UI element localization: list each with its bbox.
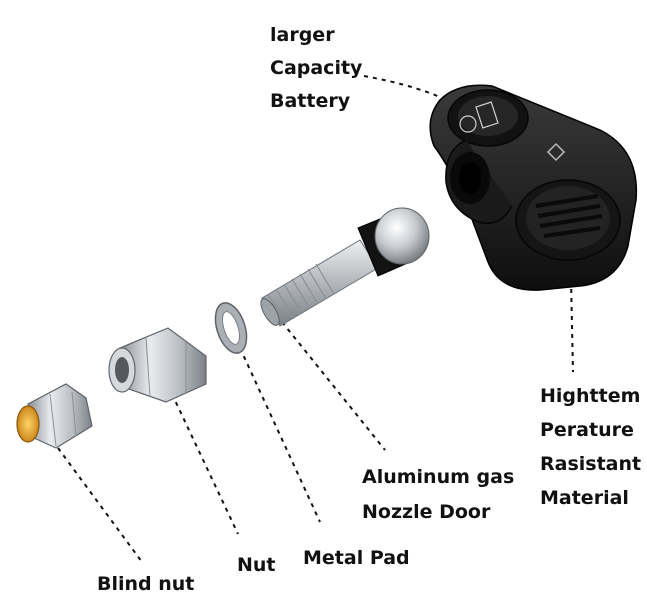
- battery-cover-grip-icon: [535, 194, 603, 238]
- callout-material: Highttem Perature Rasistant Material: [540, 387, 641, 523]
- cap-tip-icon: [16, 405, 40, 443]
- callout-material-line: Highttem: [540, 385, 641, 407]
- leader-line-material: [570, 279, 574, 373]
- callout-battery-line: larger: [270, 24, 335, 46]
- callout-material-line: Perature: [540, 419, 634, 441]
- leader-lines: [57, 75, 574, 563]
- leader-line-battery: [363, 75, 456, 105]
- valve-thread-icon: [267, 263, 335, 325]
- callout-battery: larger Capacity Battery: [270, 26, 362, 125]
- leader-line-nut: [171, 393, 239, 535]
- callout-valve: Aluminum gas Nozzle Door: [362, 468, 514, 538]
- tpms-sensor-housing: [429, 84, 638, 291]
- leader-line-metal-pad: [239, 347, 321, 523]
- metal-pad-washer: [214, 302, 248, 354]
- callout-metal-pad: Metal Pad: [303, 547, 410, 569]
- callout-battery-line: Capacity: [270, 57, 363, 79]
- callout-material-line: Material: [540, 487, 629, 509]
- callout-material-line: Rasistant: [540, 453, 642, 475]
- aluminum-valve-stem: [260, 207, 430, 327]
- callout-nut: Nut: [237, 554, 276, 576]
- hex-nut: [108, 327, 207, 403]
- callout-valve-line: Nozzle Door: [362, 501, 491, 523]
- callout-valve-line: Aluminum gas: [362, 466, 515, 488]
- position-tag-icon: [475, 101, 499, 129]
- diamond-marker-icon: [546, 142, 566, 162]
- leader-line-valve: [281, 321, 386, 451]
- blind-nut-cap: [16, 383, 93, 449]
- badge-circle-icon: [459, 115, 477, 133]
- callout-battery-line: Battery: [270, 90, 351, 112]
- callout-blind-nut: Blind nut: [97, 573, 195, 595]
- leader-line-blind-nut: [57, 447, 143, 563]
